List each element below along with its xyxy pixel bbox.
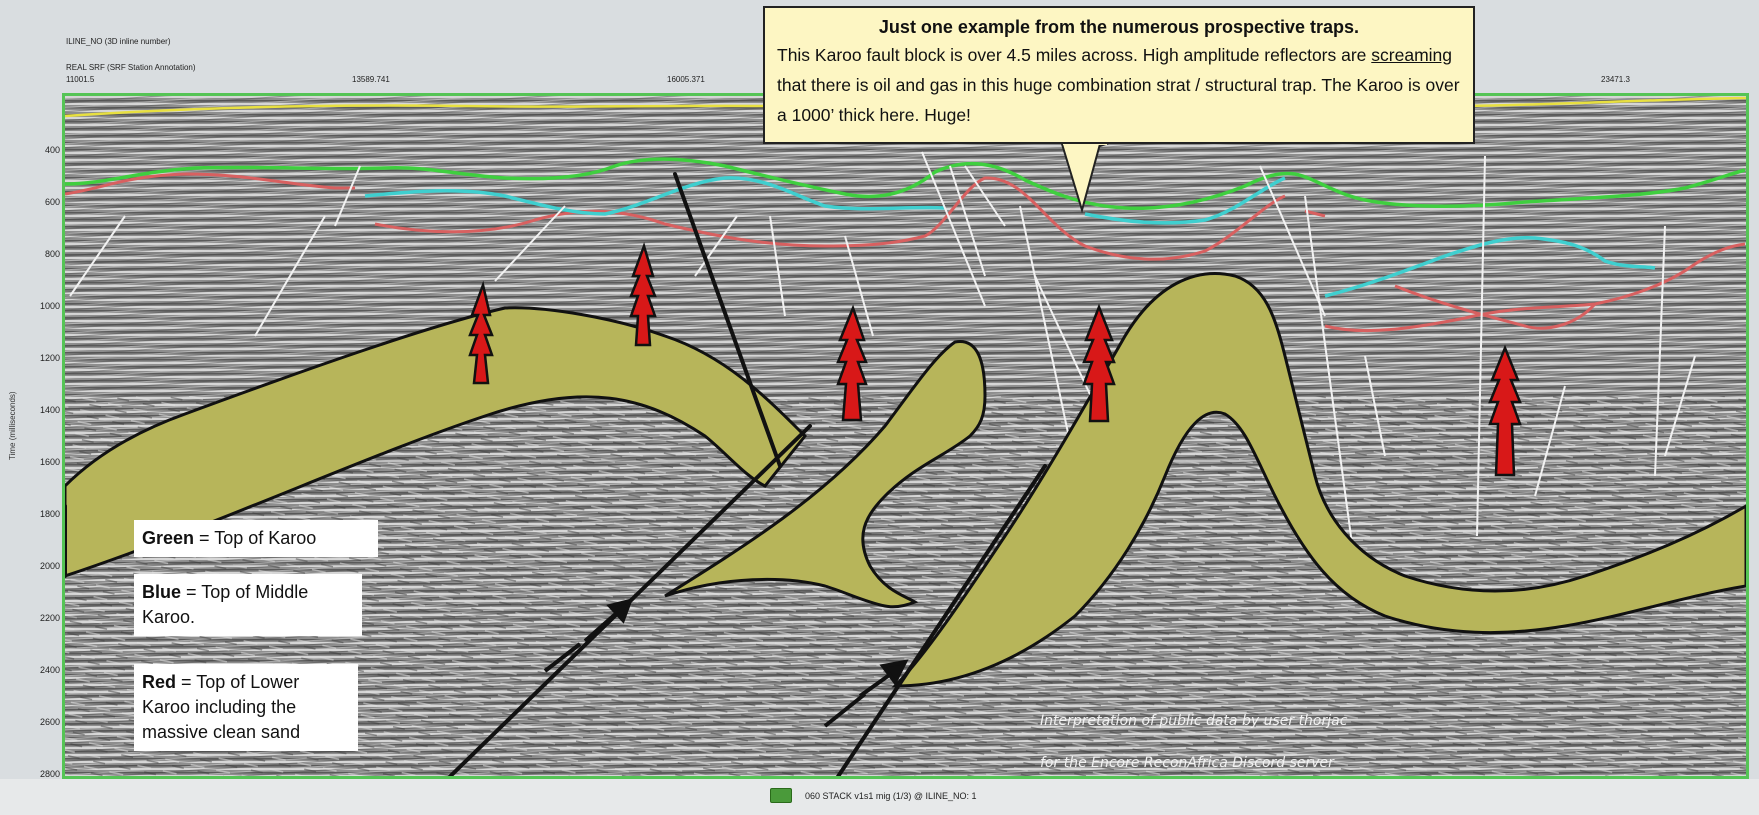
callout-title: Just one example from the numerous prosp… — [878, 17, 1360, 37]
y-tick-label: 2600 — [39, 717, 60, 727]
green-horizon — [65, 157, 1746, 211]
station-label: REAL SRF (SRF Station Annotation) — [66, 63, 196, 72]
y-tick-label: 2200 — [39, 613, 60, 623]
y-tick-label: 2000 — [39, 561, 60, 571]
credit-text: Interpretation of public data by user th… — [1040, 700, 1440, 784]
y-tick-label: 1600 — [39, 457, 60, 467]
y-tick-label: 800 — [44, 249, 60, 259]
hydrocarbon-arrow — [468, 280, 494, 385]
y-tick-label: 1800 — [39, 509, 60, 519]
legend-blue: Blue = Top of Middle Karoo. — [134, 574, 362, 636]
y-tick-label: 1000 — [39, 301, 60, 311]
callout-body-text: that there is oil and gas in this huge c… — [777, 75, 1460, 125]
status-bar — [0, 779, 1759, 815]
hydrocarbon-arrow — [629, 242, 657, 347]
karoo-sand-body-left — [65, 306, 808, 578]
status-text: 060 STACK v1s1 mig (1/3) @ ILINE_NO: 1 — [805, 791, 977, 801]
stack-icon[interactable] — [770, 788, 792, 803]
legend-green: Green = Top of Karoo — [134, 520, 378, 557]
y-tick-label: 1200 — [39, 353, 60, 363]
legend-red-text: = Top of Lower Karoo including the massi… — [142, 672, 301, 742]
hydrocarbon-arrow — [1082, 303, 1116, 423]
y-tick-label: 1400 — [39, 405, 60, 415]
callout-pointer — [1061, 142, 1110, 214]
inline-label: ILINE_NO (3D inline number) — [66, 37, 171, 46]
station-tick: 11001.5 — [66, 75, 95, 84]
callout-body-text: This Karoo fault block is over 4.5 miles… — [777, 45, 1372, 65]
station-tick: 23471.3 — [1601, 75, 1630, 84]
credit-line: for the Encore ReconAfrica Discord serve… — [1040, 755, 1334, 771]
thrust-fault — [673, 172, 782, 468]
credit-line: Interpretation of public data by user th… — [1040, 713, 1348, 729]
hydrocarbon-arrow — [1488, 344, 1522, 477]
legend-green-text: = Top of Karoo — [194, 528, 317, 548]
red-horizon — [65, 172, 1746, 333]
blue-horizon — [364, 176, 1656, 298]
station-tick: 16005.371 — [667, 75, 705, 84]
y-tick-label: 2400 — [39, 665, 60, 675]
karoo-sand-body-middle — [664, 339, 987, 609]
y-tick-label: 600 — [44, 197, 60, 207]
legend-green-key: Green — [142, 528, 195, 548]
legend-blue-key: Blue — [142, 582, 182, 602]
legend-red-key: Red — [142, 672, 177, 692]
callout-emphasis: screaming — [1371, 45, 1453, 65]
hydrocarbon-arrow — [836, 304, 868, 422]
legend-red: Red = Top of Lower Karoo including the m… — [134, 664, 358, 751]
station-tick: 13589.741 — [352, 75, 390, 84]
thrust-fault — [835, 464, 1047, 776]
legend-blue-text: = Top of Middle Karoo. — [142, 582, 309, 627]
callout-box: Just one example from the numerous prosp… — [763, 6, 1475, 144]
y-tick-label: 400 — [44, 145, 60, 155]
y-tick-label: 2800 — [39, 769, 60, 779]
callout-body: This Karoo fault block is over 4.5 miles… — [777, 40, 1461, 130]
